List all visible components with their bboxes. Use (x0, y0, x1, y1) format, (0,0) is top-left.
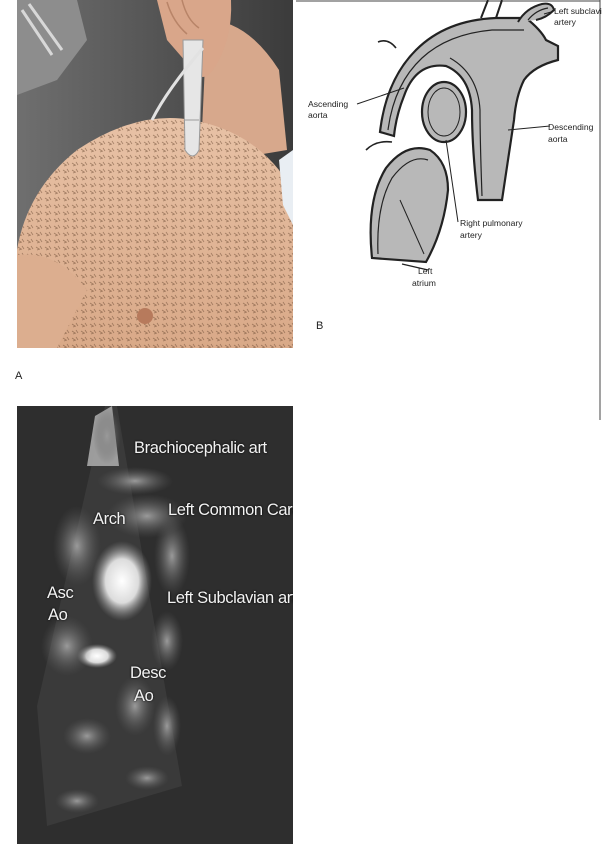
label-right-pulmonary-artery-1: Right pulmonary (460, 218, 523, 228)
right-pulmonary-artery-shape (422, 82, 466, 142)
label-brachiocephalic-art: Brachiocephalic art (134, 439, 267, 459)
label-right-pulmonary-artery-2: artery (460, 230, 483, 240)
aortic-arch-diagram: Left subclavian artery Ascending aorta D… (296, 0, 602, 420)
label-left-common-carotid: Left Common Carotid (168, 501, 293, 521)
label-asc-ao-2: Ao (48, 606, 67, 626)
label-left-subclavian-artery-2: artery (554, 17, 577, 27)
label-asc-ao-1: Asc (47, 584, 73, 604)
label-ascending-aorta-2: aorta (308, 110, 328, 120)
label-desc-ao-2: Ao (134, 687, 153, 707)
panel-label-b: B (316, 320, 323, 332)
echocardiogram-image: Brachiocephalic art Arch Left Common Car… (17, 406, 293, 844)
label-desc-ao-1: Desc (130, 664, 166, 684)
label-descending-aorta-1: Descending (548, 122, 594, 132)
probe-position-photo (17, 0, 293, 348)
panel-label-a: A (15, 370, 22, 382)
label-left-subclavian-artery-1: Left subclavian (554, 6, 602, 16)
label-descending-aorta-2: aorta (548, 134, 568, 144)
photo-illustration (17, 0, 293, 348)
label-left-subclavian-art: Left Subclavian art (167, 589, 293, 609)
diagram-drawing: Left subclavian artery Ascending aorta D… (296, 0, 602, 420)
label-ascending-aorta-1: Ascending (308, 99, 348, 109)
label-arch: Arch (93, 510, 125, 530)
label-left-atrium-1: Left (418, 266, 433, 276)
label-left-atrium-2: atrium (412, 278, 436, 288)
